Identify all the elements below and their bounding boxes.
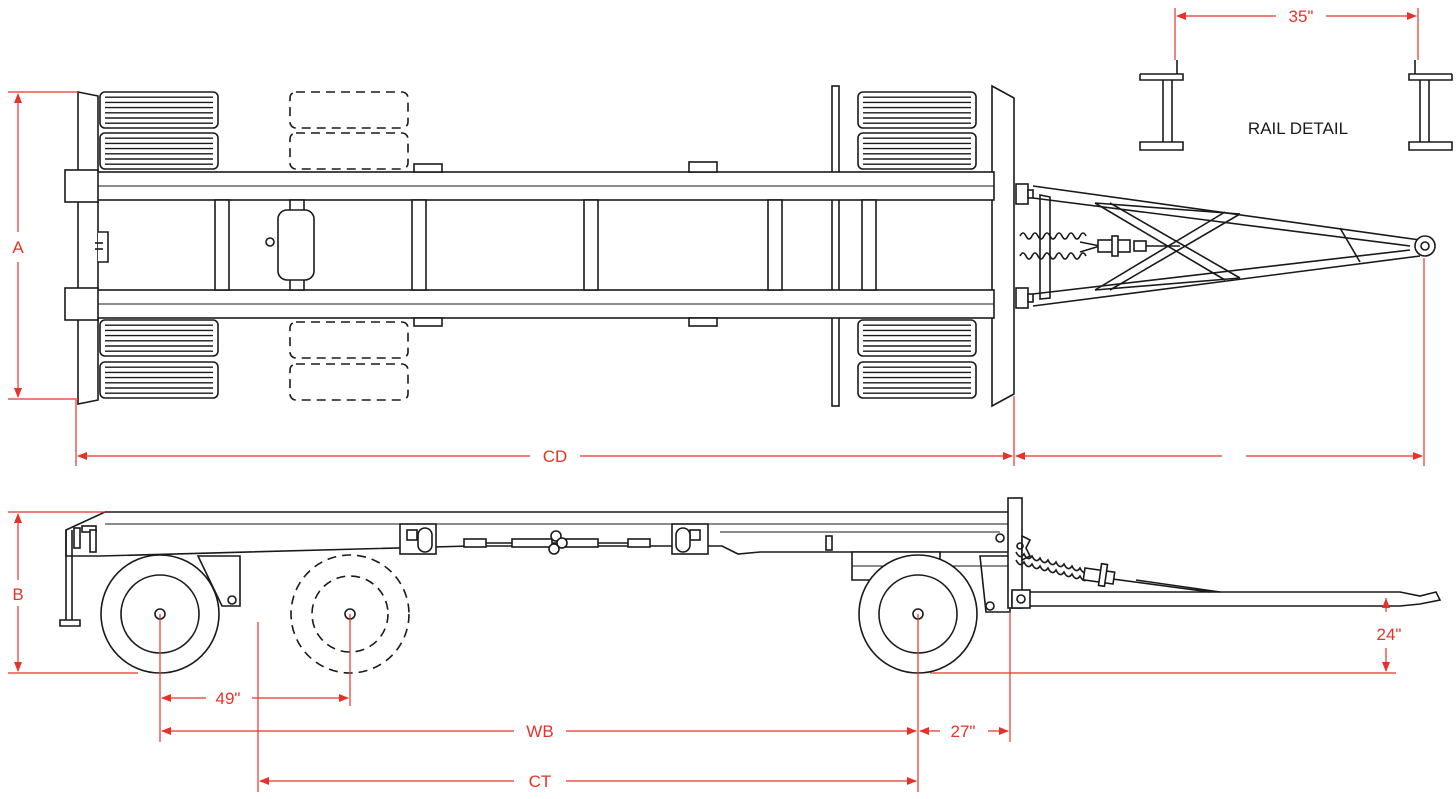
dim-hitch-height: 24" <box>1377 625 1402 644</box>
dim-rail-gauge: 35" <box>1289 7 1314 26</box>
brake-canister <box>277 209 315 281</box>
rail-detail-label: RAIL DETAIL <box>1248 119 1348 138</box>
dim-rear-overhang: 27" <box>951 722 976 741</box>
dim-axle-offset: 49" <box>216 689 241 708</box>
side-deck <box>65 511 1011 557</box>
dim-coupled-distance: CD <box>543 447 568 466</box>
rear-corner-block-top <box>64 169 99 203</box>
rear-tires-top <box>99 91 219 170</box>
side-view <box>59 497 1442 674</box>
dim-center-turn: CT <box>529 772 552 791</box>
optional-tires-top <box>289 91 409 170</box>
front-bumper <box>991 84 1015 408</box>
brake-rod <box>463 530 651 555</box>
rear-bumper <box>77 91 99 405</box>
top-view: RAIL DETAIL <box>64 60 1453 408</box>
dim-width: A <box>12 238 24 257</box>
front-tires-bottom <box>857 319 977 399</box>
front-axle-bar <box>831 85 840 407</box>
rear-corner-block-bottom <box>64 287 99 321</box>
rail-detail: RAIL DETAIL <box>1139 60 1453 151</box>
optional-tires-bottom <box>289 321 409 401</box>
dim-height: B <box>12 585 23 604</box>
dim-wheelbase: WB <box>526 722 553 741</box>
tongue-top-view <box>1015 183 1436 309</box>
tire-treads <box>105 96 971 394</box>
tongue-side-view <box>1011 551 1442 609</box>
rear-tires-bottom <box>99 319 219 399</box>
crossmembers <box>214 199 877 291</box>
dimensions: 35" A CD B 24" <box>8 7 1425 792</box>
safety-springs <box>1019 232 1180 260</box>
lunette-ring-top <box>1414 235 1436 257</box>
front-tires-top <box>857 91 977 170</box>
